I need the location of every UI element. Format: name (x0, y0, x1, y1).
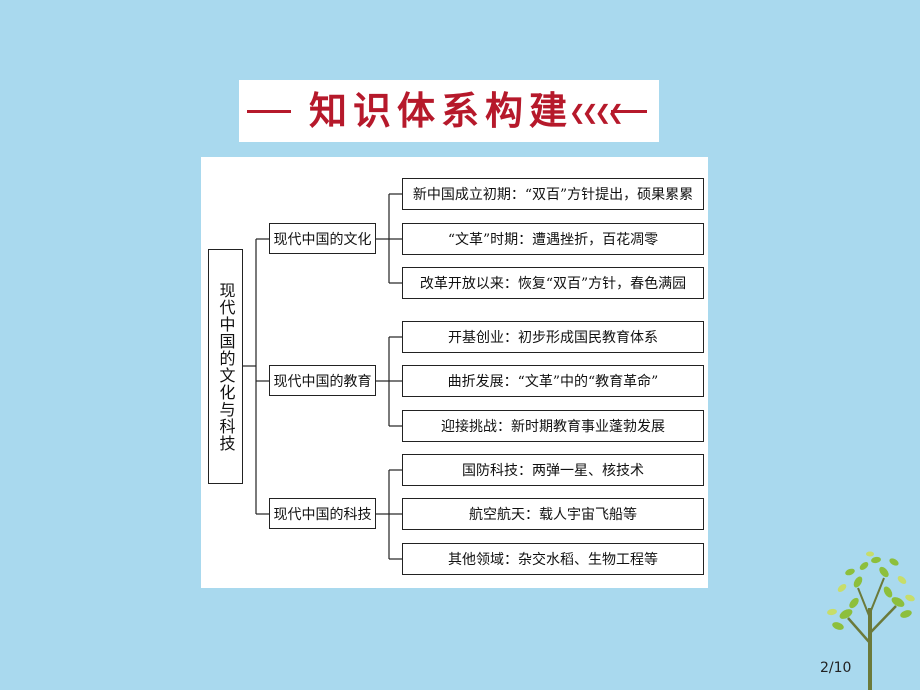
diagram-panel: 现代中国的文化与科技 现代中国的文化 现代中国的教育 现代中国的科技 新中国成立… (201, 157, 708, 588)
page-indicator: 2/10 (820, 660, 852, 676)
title-banner: 知识体系构建 ❮❮❮❮ (239, 80, 659, 142)
root-node: 现代中国的文化与科技 (208, 249, 243, 484)
leaf-node: 曲折发展：“文革”中的“教育革命” (402, 365, 704, 397)
tree-decoration-icon (827, 551, 915, 690)
leaf-node: 改革开放以来：恢复“双百”方针，春色满园 (402, 267, 704, 299)
leaf-node: 其他领域：杂交水稻、生物工程等 (402, 543, 704, 575)
banner-line-left (247, 110, 291, 113)
leaf-node: “文革”时期：遭遇挫折，百花凋零 (402, 223, 704, 255)
diagram-connectors (243, 193, 402, 560)
branch-node-culture: 现代中国的文化 (269, 223, 376, 254)
leaf-node: 新中国成立初期：“双百”方针提出，硕果累累 (402, 178, 704, 210)
leaf-node: 迎接挑战：新时期教育事业蓬勃发展 (402, 410, 704, 442)
leaf-node: 开基创业：初步形成国民教育体系 (402, 321, 704, 353)
banner-line-right (611, 110, 647, 113)
branch-node-technology: 现代中国的科技 (269, 498, 376, 529)
leaf-node: 国防科技：两弹一星、核技术 (402, 454, 704, 486)
banner-title: 知识体系构建 (308, 89, 573, 133)
leaf-node: 航空航天：载人宇宙飞船等 (402, 498, 704, 530)
branch-node-education: 现代中国的教育 (269, 365, 376, 396)
